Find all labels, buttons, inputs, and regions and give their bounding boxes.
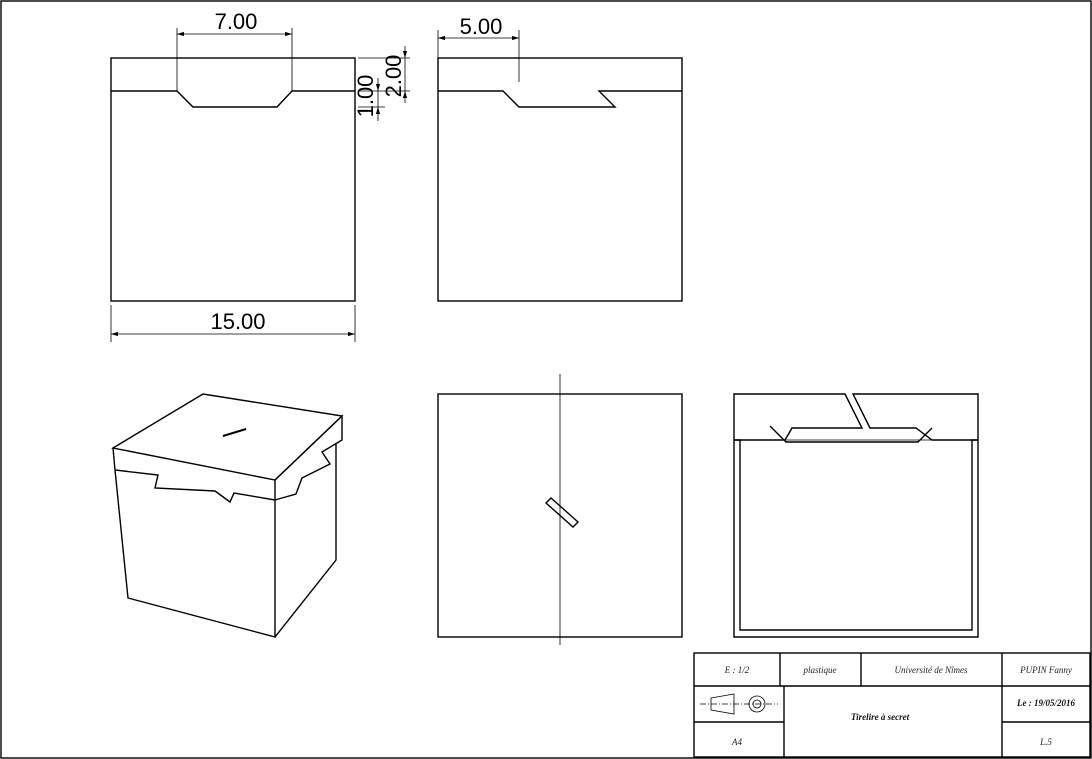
title-block: E : 1/2 plastique Université de Nîmes PU… [693, 652, 1091, 758]
dimension-side-notch: 5.00 [438, 14, 519, 41]
section-view [733, 393, 979, 638]
dimension-label-15: 15.00 [210, 309, 265, 334]
dimension-notch-depth: 1.00 [353, 75, 381, 121]
drawing-title: Tirelire à secret [851, 712, 910, 722]
author-label: PUPIN Fanny [1019, 665, 1072, 675]
dimension-label-1: 1.00 [353, 75, 378, 118]
dimension-lid-height: 2.00 [381, 46, 408, 103]
dimension-overall-width: 15.00 [111, 309, 355, 337]
scale-label: E : 1/2 [724, 665, 750, 675]
dimension-label-7: 7.00 [215, 9, 258, 34]
dimension-front-notch: 7.00 [177, 9, 292, 37]
format-label: A4 [731, 737, 742, 747]
isometric-view [111, 393, 344, 638]
institution-label: Université de Nîmes [895, 665, 968, 675]
sheet-ref-label: L.5 [1039, 737, 1052, 747]
material-label: plastique [803, 665, 837, 675]
dimension-label-5: 5.00 [460, 14, 503, 39]
dimension-label-2: 2.00 [381, 55, 406, 98]
top-view [437, 374, 683, 645]
side-view [437, 30, 683, 302]
projection-symbol-icon [700, 693, 778, 715]
date-label: Le : 19/05/2016 [1016, 698, 1075, 708]
